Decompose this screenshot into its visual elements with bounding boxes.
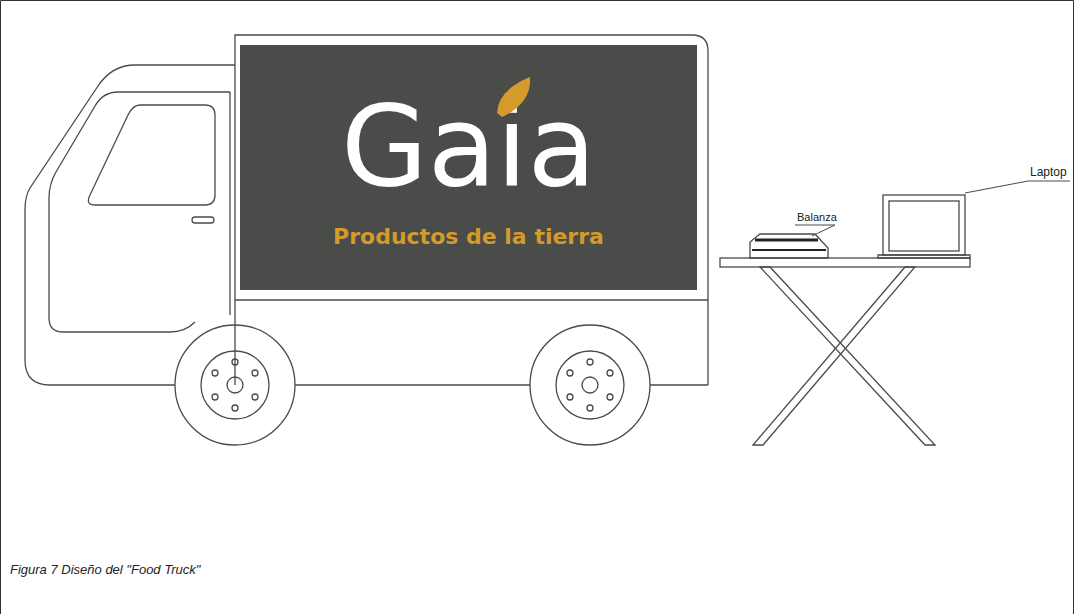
leader-line — [965, 181, 1070, 193]
cab-window — [88, 105, 215, 205]
table-top — [720, 258, 970, 267]
logo-tagline: Productos de la tierra — [240, 225, 697, 249]
truck-cab — [25, 65, 235, 385]
part-label: Laptop — [1030, 165, 1067, 179]
cargo-base-line — [235, 299, 708, 300]
leader-line — [795, 225, 835, 236]
chassis-line — [295, 384, 708, 385]
scale-illustration — [750, 234, 828, 258]
cab-door-edge — [229, 92, 230, 315]
door-handle — [192, 217, 214, 223]
logo-leaf — [240, 45, 697, 290]
front-wheel — [175, 325, 295, 445]
cargo-box — [235, 35, 708, 385]
part-label: Balanza — [797, 211, 837, 223]
table-leg — [753, 267, 915, 445]
logo-text: Gaia — [240, 85, 697, 208]
cab-door — [49, 92, 230, 332]
figure-caption: Figura 7 Diseño del "Food Truck" — [10, 562, 200, 577]
rear-wheel — [530, 325, 650, 445]
laptop-illustration — [878, 195, 970, 258]
logo-panel: GaiaProductos de la tierra — [240, 45, 697, 290]
